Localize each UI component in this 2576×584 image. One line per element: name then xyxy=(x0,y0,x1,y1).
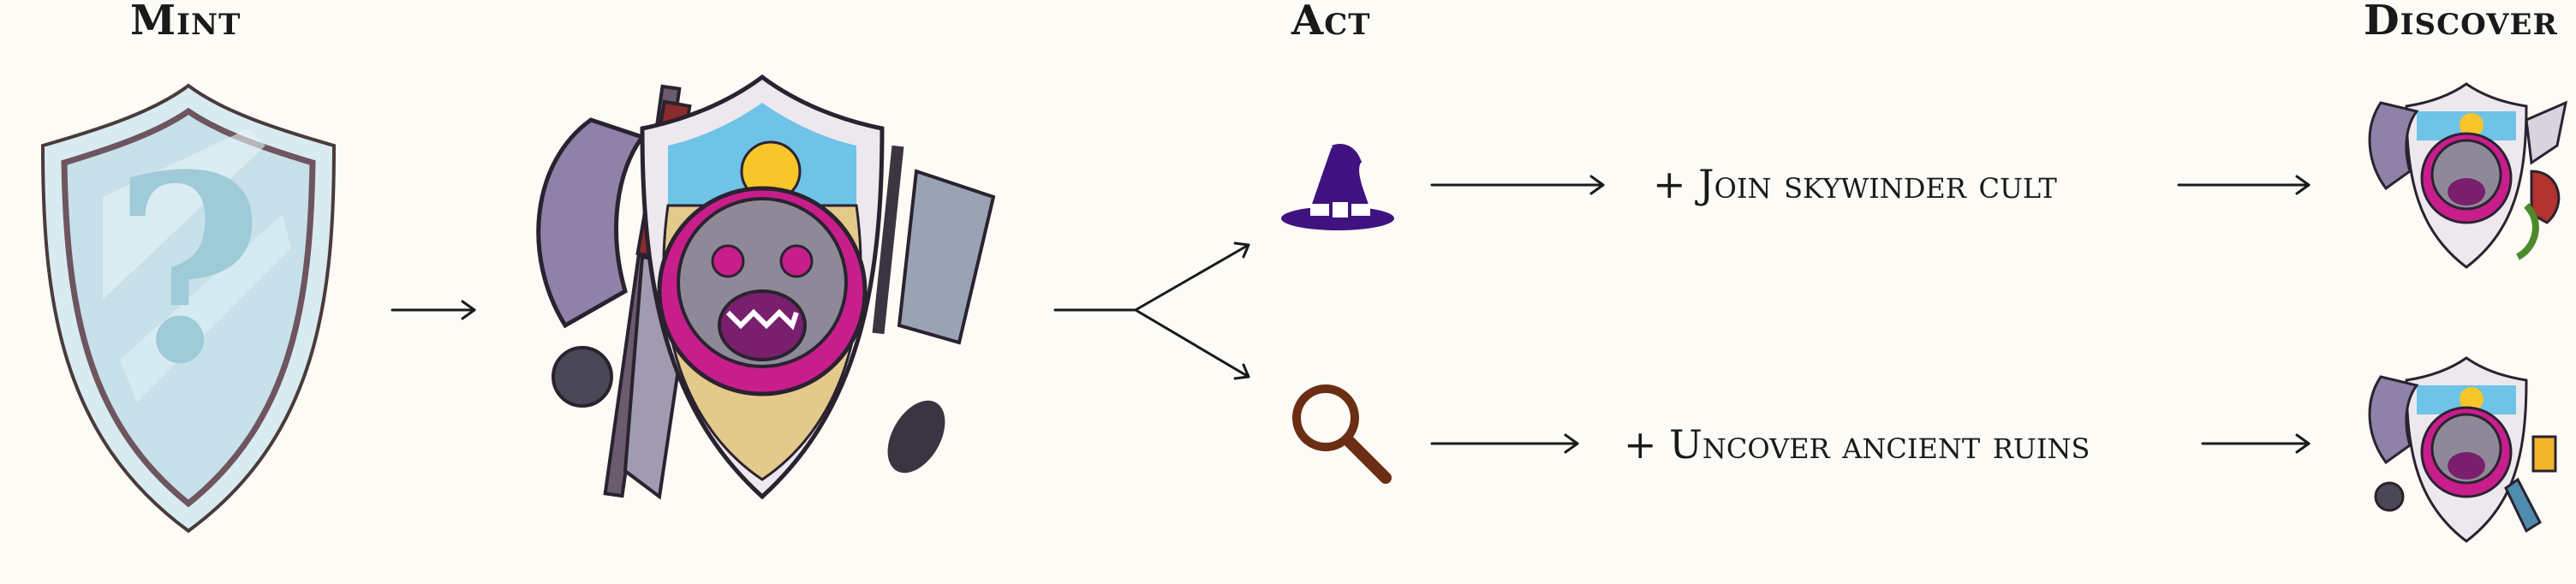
arrow-fork xyxy=(1053,241,1250,380)
svg-text:?: ? xyxy=(113,118,264,420)
arrow-hat-to-cult xyxy=(1430,175,1605,195)
arrow-ruins-to-crest xyxy=(2201,433,2311,454)
cult-crest-icon xyxy=(2368,82,2568,269)
arrow-mint-to-crest xyxy=(391,300,476,320)
mystery-shield-icon: ? xyxy=(40,83,337,533)
action-label-uncover-ruins: + Uncover ancient ruins xyxy=(1624,421,2090,468)
ruins-crest-icon xyxy=(2368,356,2557,543)
stage-title-act: Act xyxy=(1291,0,1371,45)
stage-title-mint: Mint xyxy=(130,0,242,45)
gorilla-crest-icon xyxy=(536,74,996,500)
arrow-magnifier-to-ruins xyxy=(1430,433,1579,454)
action-label-join-cult: + Join skywinder cult xyxy=(1653,161,2057,207)
wizard-hat-icon xyxy=(1281,144,1394,230)
stage-title-discover: Discover xyxy=(2364,0,2558,45)
arrow-cult-to-crest xyxy=(2177,175,2311,195)
magnifier-icon xyxy=(1292,384,1392,484)
